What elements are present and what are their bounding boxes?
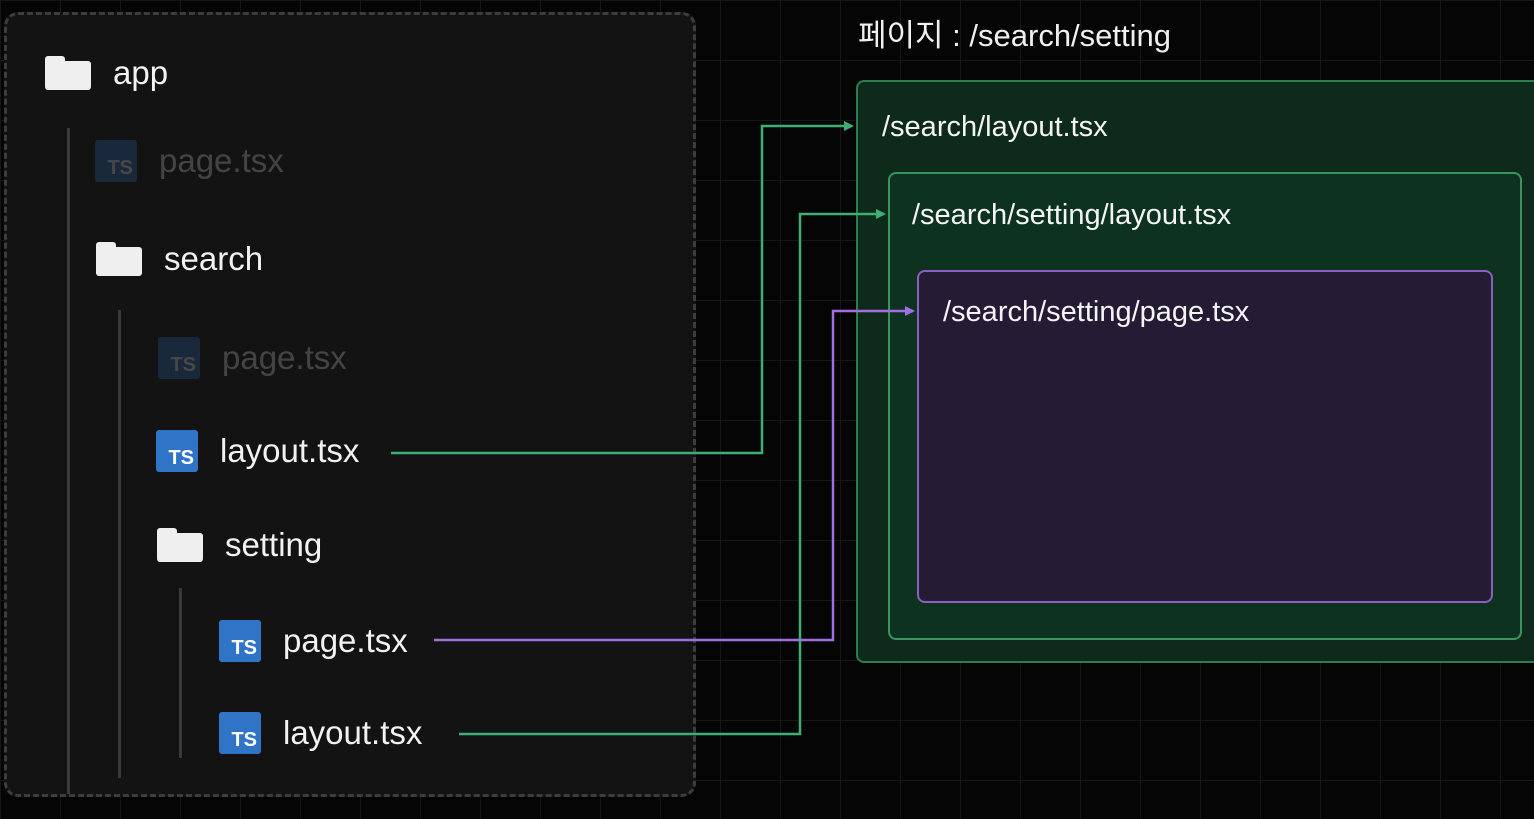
tree-file-label: page.tsx (159, 142, 284, 179)
tree-folder-label: setting (225, 526, 323, 563)
tree-file-label: layout.tsx (283, 714, 423, 751)
tree-guide-setting (179, 588, 182, 758)
page-label: /search/setting/page.tsx (943, 296, 1250, 328)
connector-setting-page (434, 306, 915, 642)
typescript-icon: TS (95, 140, 137, 182)
folder-icon (96, 242, 142, 276)
tree-folder-label: app (113, 54, 169, 91)
tree-file-setting-page[interactable]: TS page.tsx (219, 616, 408, 666)
tree-file-label: layout.tsx (220, 432, 360, 469)
connector-setting-layout (459, 209, 886, 736)
tree-folder-setting[interactable]: setting (157, 520, 322, 570)
outer-layout-label: /search/layout.tsx (882, 111, 1108, 143)
tree-folder-app[interactable]: app (45, 48, 168, 98)
tree-file-label: page.tsx (222, 339, 347, 376)
tree-file-setting-layout[interactable]: TS layout.tsx (219, 708, 422, 758)
tree-file-label: page.tsx (283, 622, 408, 659)
folder-icon (157, 528, 203, 562)
page-title: 페이지 : /search/setting (858, 18, 1172, 53)
tree-guide-search (118, 310, 121, 778)
tree-guide-app (67, 128, 70, 794)
tree-file-search-page[interactable]: TS page.tsx (158, 333, 347, 383)
tree-folder-label: search (164, 240, 264, 277)
typescript-icon: TS (219, 712, 261, 754)
typescript-icon: TS (219, 620, 261, 662)
inner-layout-label: /search/setting/layout.tsx (912, 199, 1232, 231)
folder-icon (45, 56, 91, 90)
tree-folder-search[interactable]: search (96, 234, 263, 284)
tree-file-app-page[interactable]: TS page.tsx (95, 136, 284, 186)
typescript-icon: TS (156, 430, 198, 472)
connector-search-layout (391, 121, 854, 455)
page-box: /search/setting/page.tsx (917, 270, 1493, 603)
typescript-icon: TS (158, 337, 200, 379)
tree-file-search-layout[interactable]: TS layout.tsx (156, 426, 359, 476)
